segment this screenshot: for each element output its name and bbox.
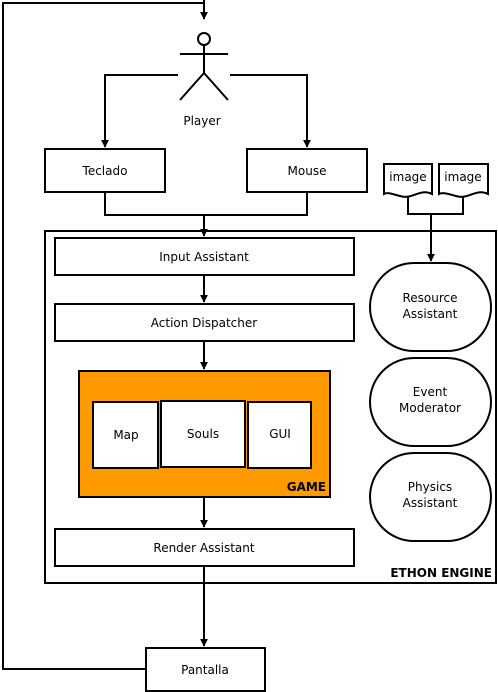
render-assistant-box xyxy=(54,528,355,567)
mouse-label: Mouse xyxy=(288,164,327,178)
physics-assistant-box xyxy=(369,452,492,542)
player-to-mouse-arrow xyxy=(230,74,311,148)
ethon-engine-container xyxy=(44,230,497,584)
player-label: Player xyxy=(183,114,220,128)
game-title: GAME xyxy=(287,480,326,494)
physics-assistant-label-1: Physics xyxy=(408,480,452,494)
resource-assistant-label-2: Assistant xyxy=(403,307,458,321)
engine-title: ETHON ENGINE xyxy=(390,566,492,580)
image-label-2: image xyxy=(444,170,481,184)
screen-box xyxy=(145,647,266,692)
input-assistant-label: Input Assistant xyxy=(159,250,249,264)
input-assistant-box xyxy=(54,237,355,276)
event-moderator-label-1: Event xyxy=(413,385,448,399)
action-dispatcher-label: Action Dispatcher xyxy=(151,316,257,330)
image-document-icon-1 xyxy=(383,163,433,198)
player-to-keyboard-arrow xyxy=(101,74,178,148)
event-moderator-box xyxy=(369,357,492,447)
resource-assistant-label-1: Resource xyxy=(402,291,457,305)
map-label: Map xyxy=(113,428,138,442)
physics-assistant-label-2: Assistant xyxy=(403,496,458,510)
event-moderator-label-2: Moderator xyxy=(399,401,461,415)
player-actor-icon xyxy=(179,32,229,101)
image-document-icon-2 xyxy=(438,163,489,198)
keyboard-box xyxy=(44,148,166,193)
images-merge-line xyxy=(407,196,464,215)
screen-label: Pantalla xyxy=(181,663,229,677)
feedback-loop-line xyxy=(2,2,204,670)
image-label-1: image xyxy=(389,170,426,184)
souls-label: Souls xyxy=(187,427,219,441)
render-assistant-label: Render Assistant xyxy=(153,541,254,555)
keyboard-label: Teclado xyxy=(82,164,128,178)
action-dispatcher-box xyxy=(54,303,355,342)
resource-assistant-box xyxy=(369,262,492,352)
gui-label: GUI xyxy=(269,427,291,441)
gui-box xyxy=(247,401,312,469)
souls-box xyxy=(160,400,246,468)
inputs-merge-line xyxy=(104,192,308,216)
map-box xyxy=(92,401,159,469)
